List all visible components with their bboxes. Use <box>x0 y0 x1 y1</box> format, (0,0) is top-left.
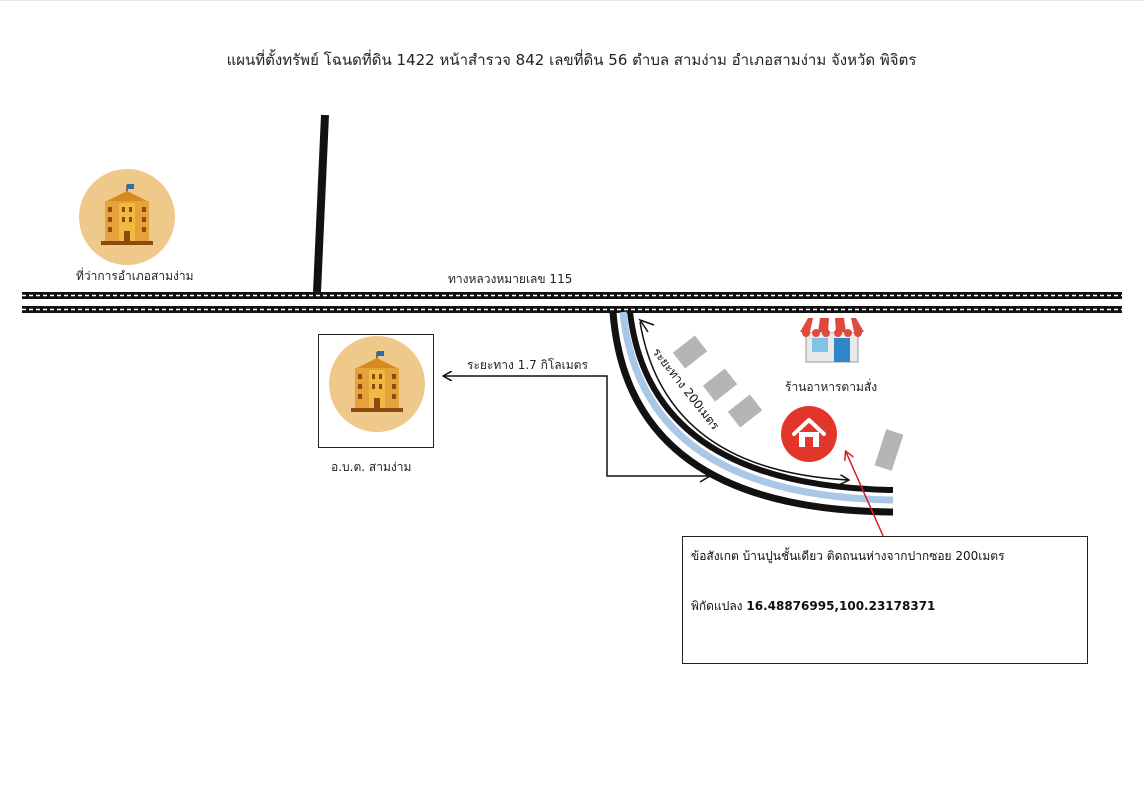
highway-road <box>22 292 1122 313</box>
observation-text: ข้อสังเกต บ้านปูนชั้นเดียว ติดถนนห่างจาก… <box>691 549 1005 563</box>
coordinate-label: พิกัดแปลง <box>691 599 743 613</box>
top-border-line <box>0 0 1143 1</box>
coordinate-line: พิกัดแปลง 16.48876995,100.23178371 <box>691 597 935 616</box>
route-arrow-tail <box>699 469 712 483</box>
house-pin-icon <box>781 406 837 462</box>
property-pointer-arrow <box>846 452 885 539</box>
restaurant-label: ร้านอาหารตามสั่ง <box>785 380 878 394</box>
curve-arrow-head-start <box>638 318 655 333</box>
grey-building-blocks <box>672 335 904 471</box>
tambon-frame <box>318 334 434 448</box>
tambon-office-label: อ.บ.ต. สามง่าม <box>331 460 412 474</box>
observation-box: ข้อสังเกต บ้านปูนชั้นเดียว ติดถนนห่างจาก… <box>682 536 1088 664</box>
government-building-icon <box>79 169 175 265</box>
map-title: แผนที่ตั้งทรัพย์ โฉนดที่ดิน 1422 หน้าสำร… <box>226 51 917 69</box>
coordinate-value: 16.48876995,100.23178371 <box>746 599 936 613</box>
curved-soi-road <box>609 311 894 516</box>
distance-label: ระยะทาง 1.7 กิโลเมตร <box>467 358 588 372</box>
curve-distance-arrow <box>639 321 848 480</box>
shop-icon <box>800 318 864 363</box>
highway-label: ทางหลวงหมายเลข 115 <box>448 272 573 286</box>
route-to-tambon-arrow <box>444 376 710 477</box>
side-road-north <box>313 114 329 293</box>
district-office-label: ที่ว่าการอำเภอสามง่าม <box>76 269 194 283</box>
